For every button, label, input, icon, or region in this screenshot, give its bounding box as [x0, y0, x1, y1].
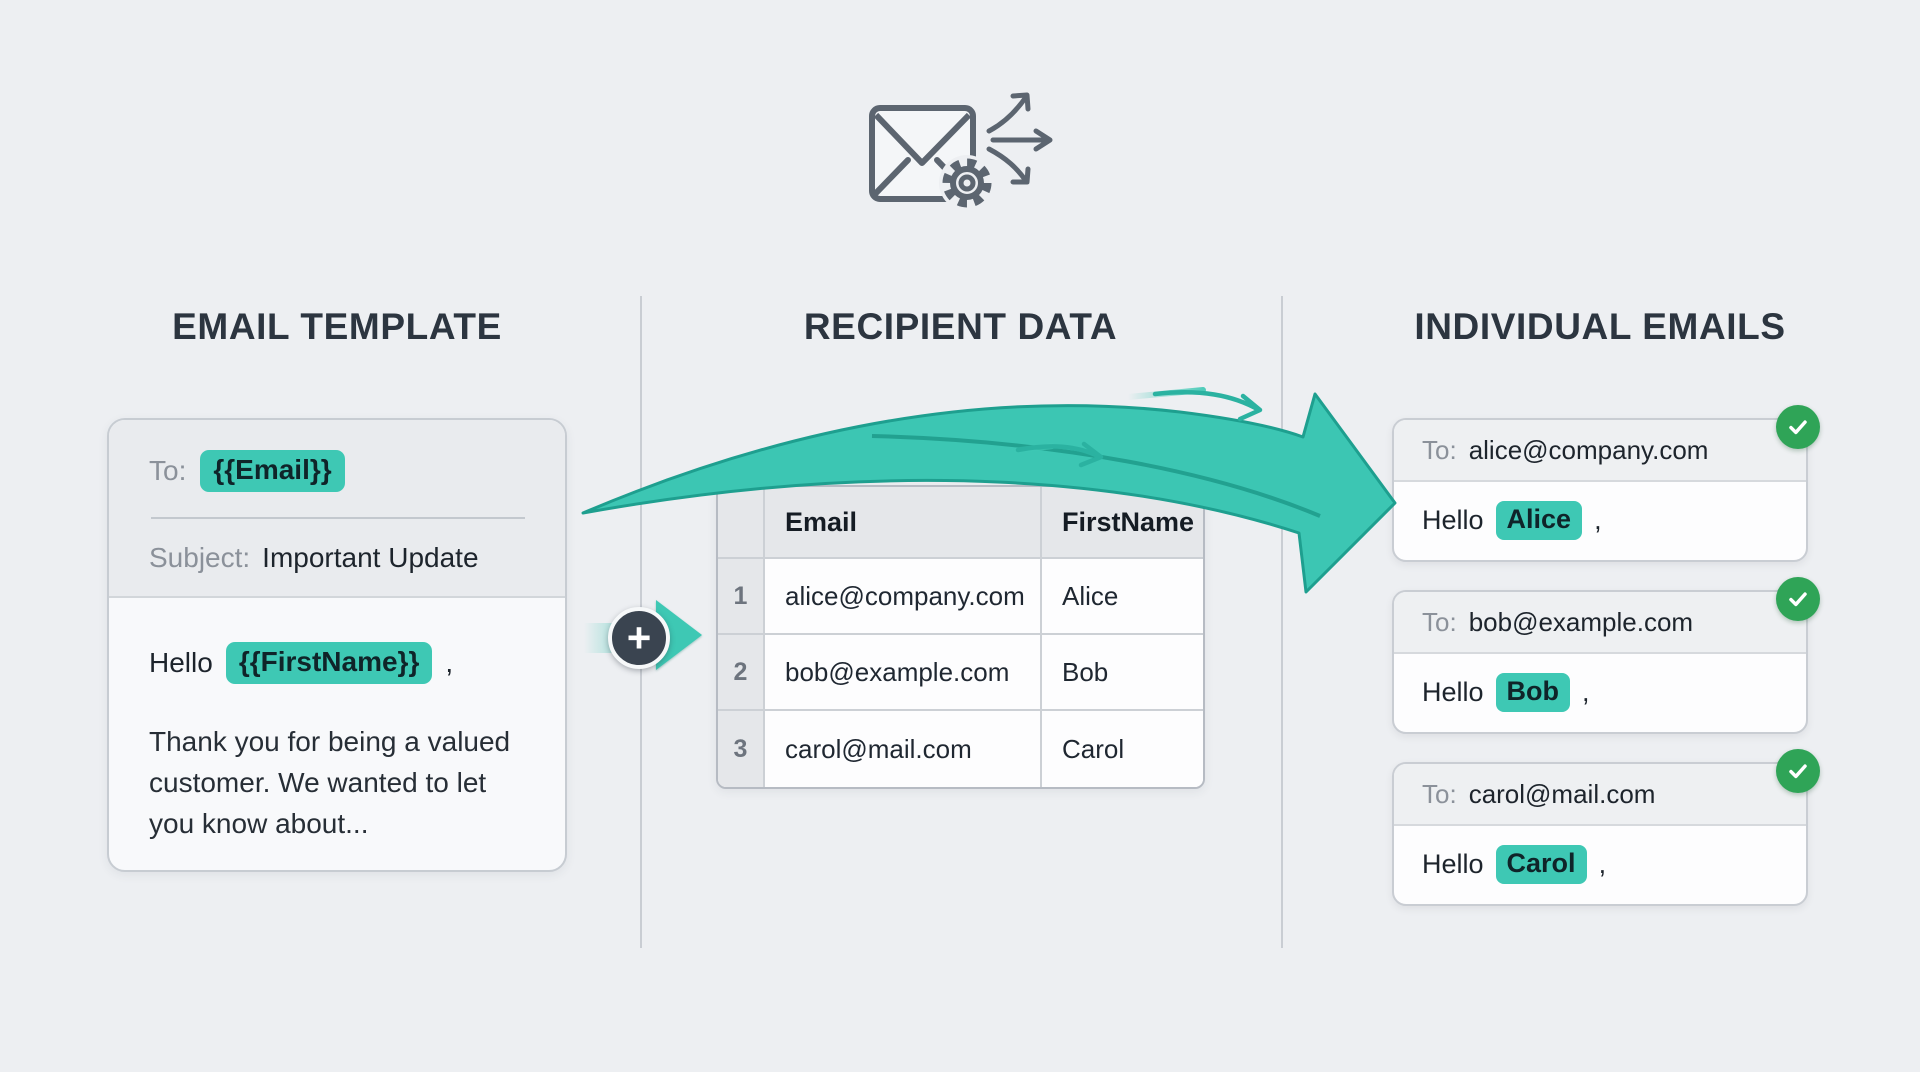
table-cell-email: carol@mail.com: [765, 711, 1042, 787]
to-label: To:: [1422, 606, 1457, 637]
to-label: To:: [1422, 778, 1457, 809]
template-card-body: Hello {{FirstName}} , Thank you for bein…: [109, 598, 565, 844]
column-header-email: Email: [765, 487, 1042, 559]
individual-email-card: To: carol@mail.com Hello Carol ,: [1392, 749, 1820, 906]
to-address: alice@company.com: [1468, 434, 1709, 465]
heading-individual-emails: INDIVIDUAL EMAILS: [1414, 306, 1786, 347]
mail-merge-icon: [869, 92, 1053, 211]
row-number: 1: [718, 559, 765, 635]
to-address: bob@example.com: [1468, 606, 1694, 637]
individual-email-card: To: bob@example.com Hello Bob ,: [1392, 577, 1820, 734]
success-check-icon: [1776, 577, 1820, 621]
subject-value: Important Update: [262, 542, 479, 573]
subject-label: Subject:: [149, 542, 251, 573]
email-template-card: To: {{Email}} Subject: Important Update …: [107, 418, 567, 872]
table-cell-email: bob@example.com: [765, 635, 1042, 711]
greeting-suffix: ,: [1582, 676, 1590, 707]
heading-recipient-data: RECIPIENT DATA: [803, 306, 1118, 347]
template-header-divider: [151, 517, 525, 519]
table-cell-firstname: Alice: [1042, 559, 1203, 635]
column-divider-right: [1281, 296, 1283, 948]
email-card-body: Hello Alice ,: [1394, 482, 1806, 558]
fan-out-arrows-icon: [986, 92, 1053, 185]
column-header-firstname: FirstName: [1042, 487, 1203, 559]
table-cell-email: alice@company.com: [765, 559, 1042, 635]
table-cell-firstname: Bob: [1042, 635, 1203, 711]
to-label: To:: [1422, 434, 1457, 465]
individual-email-card: To: alice@company.com Hello Alice ,: [1392, 405, 1820, 562]
greeting-suffix: ,: [1594, 504, 1602, 535]
email-card-header: To: alice@company.com: [1394, 420, 1806, 482]
template-card-header: To: {{Email}} Subject: Important Update: [109, 420, 565, 598]
flow-arrow-small-mid: [993, 441, 1104, 468]
merged-name-pill: Alice: [1495, 500, 1583, 540]
email-card-body: Hello Bob ,: [1394, 654, 1806, 730]
heading-email-template: EMAIL TEMPLATE: [172, 306, 502, 347]
flow-arrow-small-top: [1125, 387, 1263, 422]
merged-name-pill: Bob: [1495, 672, 1571, 712]
row-number: 3: [718, 711, 765, 787]
email-card-header: To: bob@example.com: [1394, 592, 1806, 654]
success-check-icon: [1776, 749, 1820, 793]
greeting-prefix: Hello: [149, 647, 213, 678]
recipient-data-table: Email FirstName 1 alice@company.com Alic…: [716, 485, 1205, 789]
gear-icon: [939, 155, 995, 211]
greeting-prefix: Hello: [1422, 676, 1484, 707]
table-cell-firstname: Carol: [1042, 711, 1203, 787]
greeting-suffix: ,: [445, 647, 454, 678]
email-variable-pill: {{Email}}: [200, 450, 345, 492]
merged-name-pill: Carol: [1495, 844, 1587, 884]
to-label: To:: [149, 455, 187, 486]
template-body-text: Thank you for being a valued customer. W…: [149, 726, 511, 839]
email-card-header: To: carol@mail.com: [1394, 764, 1806, 826]
greeting-suffix: ,: [1598, 848, 1607, 879]
row-number-header: [718, 487, 765, 559]
greeting-prefix: Hello: [1422, 504, 1484, 535]
firstname-variable-pill: {{FirstName}}: [225, 642, 433, 684]
email-card-body: Hello Carol ,: [1394, 826, 1806, 902]
to-address: carol@mail.com: [1468, 778, 1656, 809]
greeting-prefix: Hello: [1422, 848, 1484, 879]
plus-icon: +: [608, 607, 670, 669]
success-check-icon: [1776, 405, 1820, 449]
row-number: 2: [718, 635, 765, 711]
